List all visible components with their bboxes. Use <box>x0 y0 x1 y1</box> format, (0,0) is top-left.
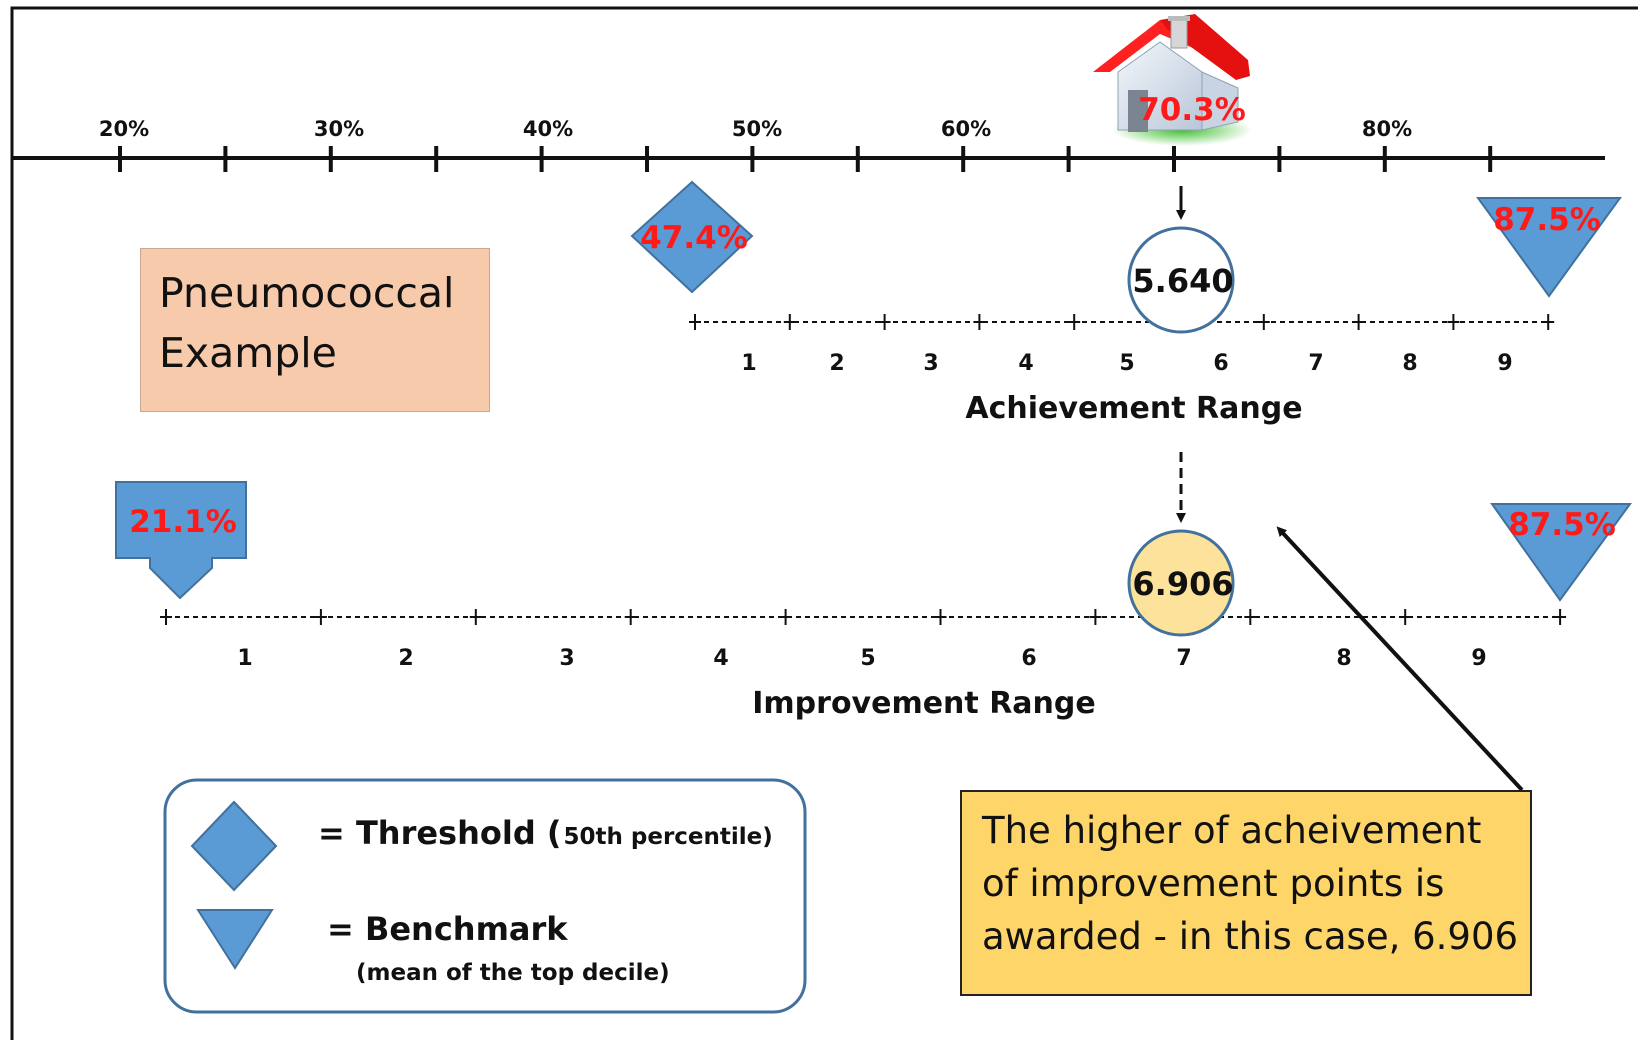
achievement-number: 6 <box>1213 351 1228 376</box>
example-title-box: Pneumococcal Example <box>140 248 490 412</box>
achievement-number: 2 <box>829 351 844 376</box>
axis-label-20: 20% <box>99 117 149 141</box>
note-box: The higher of acheivement of improvement… <box>960 790 1532 996</box>
improvement-number: 4 <box>713 646 728 671</box>
achievement-benchmark-triangle-icon <box>1476 197 1622 298</box>
improvement-number: 6 <box>1021 646 1036 671</box>
achievement-scale-numbers: 1 2 3 4 5 6 7 8 9 <box>741 351 1512 376</box>
legend-threshold-detail: 50th percentile) <box>564 824 773 850</box>
percent-axis-ticks <box>118 146 1493 172</box>
legend-benchmark-label: = Benchmark <box>327 910 568 948</box>
achievement-score-circle <box>1127 226 1235 334</box>
legend-benchmark-detail: (mean of the top decile) <box>356 960 670 986</box>
axis-label-50: 50% <box>732 117 782 141</box>
legend-benchmark-triangle-icon <box>196 909 274 970</box>
improvement-range-title: Improvement Range <box>752 686 1095 721</box>
improvement-number: 2 <box>398 646 413 671</box>
threshold-diamond-icon <box>630 180 754 294</box>
example-title-line2: Example <box>159 329 337 377</box>
achievement-number: 1 <box>741 351 756 376</box>
achievement-number: 5 <box>1119 351 1134 376</box>
example-title-line1: Pneumococcal <box>159 269 455 317</box>
note-text: The higher of acheivement of improvement… <box>982 809 1519 958</box>
achievement-number: 3 <box>923 351 938 376</box>
figure-frame <box>10 6 1638 1044</box>
achievement-threshold-value: 47.4% <box>640 220 748 256</box>
legend-threshold-diamond-icon <box>190 800 278 892</box>
improvement-baseline-value: 21.1% <box>129 504 237 540</box>
example-title: Pneumococcal Example <box>159 263 454 383</box>
improvement-scale-ticks <box>160 609 1567 625</box>
improvement-scale-numbers: 1 2 3 4 5 6 7 8 9 <box>237 646 1486 671</box>
axis-label-60: 60% <box>941 117 991 141</box>
legend-threshold-text: = Threshold (50th percentile) <box>318 814 773 852</box>
percent-axis-labels: 20% 30% 40% 50% 60% 80% <box>99 117 1412 141</box>
improvement-number: 1 <box>237 646 252 671</box>
baseline-callout-icon <box>115 481 247 600</box>
legend-threshold-label: = Threshold ( <box>318 814 562 852</box>
achievement-benchmark-value: 87.5% <box>1493 202 1601 238</box>
achievement-score-value: 5.640 <box>1132 262 1233 300</box>
axis-label-80: 80% <box>1362 117 1412 141</box>
improvement-benchmark-triangle-icon <box>1490 503 1632 602</box>
note-pointer-arrow <box>1276 526 1524 792</box>
improvement-number: 8 <box>1336 646 1351 671</box>
improvement-score-value: 6.906 <box>1132 565 1233 603</box>
improvement-number: 3 <box>559 646 574 671</box>
achievement-number: 9 <box>1497 351 1512 376</box>
achievement-number: 4 <box>1018 351 1033 376</box>
improvement-score-circle <box>1127 529 1235 637</box>
performance-value: 70.3% <box>1138 92 1246 128</box>
axis-label-30: 30% <box>314 117 364 141</box>
improvement-benchmark-value: 87.5% <box>1508 507 1616 543</box>
improvement-number: 7 <box>1176 646 1191 671</box>
axis-label-40: 40% <box>523 117 573 141</box>
improvement-number: 9 <box>1471 646 1486 671</box>
achievement-range-title: Achievement Range <box>965 391 1302 426</box>
house-icon <box>1093 14 1252 146</box>
achievement-number: 7 <box>1308 351 1323 376</box>
improvement-number: 5 <box>860 646 875 671</box>
legend-box <box>163 778 807 1014</box>
achievement-number: 8 <box>1402 351 1417 376</box>
